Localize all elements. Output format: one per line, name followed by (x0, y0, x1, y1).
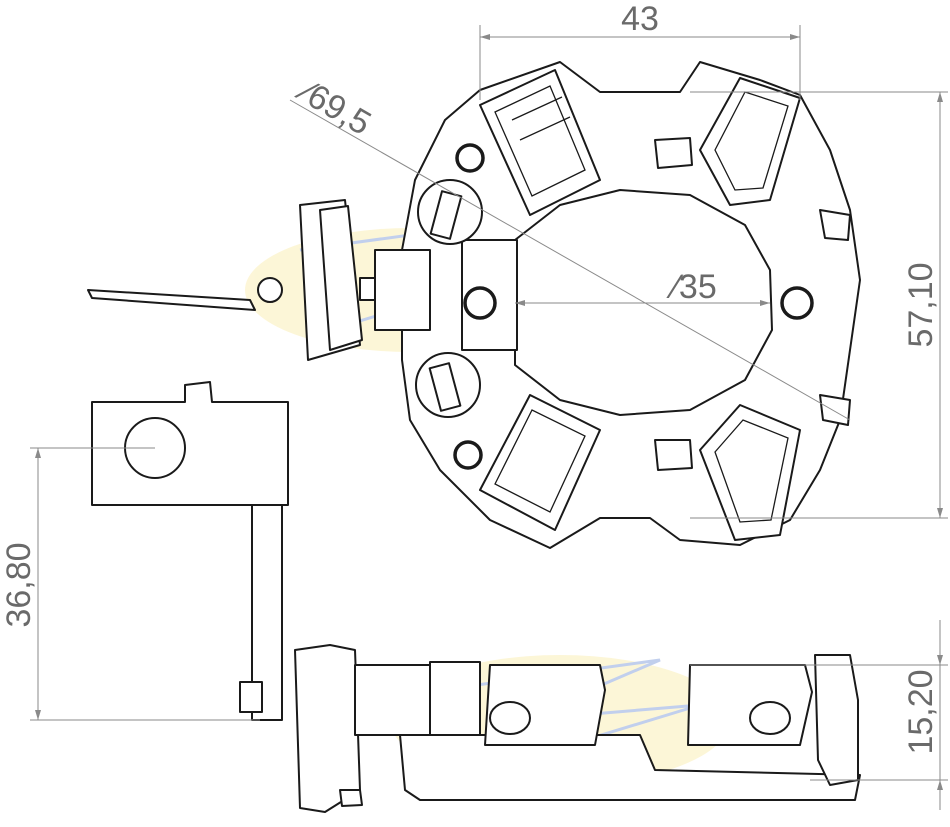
dim-height-left: 36,80 (0, 542, 38, 627)
spring-pin-lower (415, 352, 481, 418)
brush-box-upper-left (479, 69, 601, 216)
end-clip (814, 654, 859, 786)
clip-tab-right-1 (819, 209, 851, 241)
clip-tab-top (654, 137, 693, 169)
brush-holder-top-view (87, 61, 861, 549)
terminal-connector (87, 199, 431, 361)
dim-inner-diameter: ∕35 (666, 268, 717, 306)
brush-holder-side-view (294, 644, 861, 813)
brush-box-upper-right (699, 77, 801, 206)
dimension-lines (30, 25, 948, 810)
terminal-bracket-side-view (91, 381, 289, 721)
dim-side-height: 15,20 (902, 669, 940, 754)
mount-hole-right (780, 286, 814, 320)
clip-tab-bottom (654, 439, 693, 471)
mount-hole-center (463, 286, 497, 320)
clip-tab-right-2 (819, 394, 851, 426)
mount-hole-lower (453, 440, 483, 470)
base-plate (399, 734, 861, 801)
brush-housing-right (687, 664, 813, 746)
bracket-stem (251, 504, 283, 721)
connector-block (294, 644, 361, 813)
dim-width-top: 43 (621, 0, 659, 38)
bracket-tab (239, 681, 263, 713)
dim-outer-diameter: ∕69,5 (290, 71, 377, 143)
spring-pin-upper (417, 179, 483, 245)
bracket-plate (91, 381, 289, 506)
mount-hole-upper (455, 143, 485, 173)
brush-box-lower-left (479, 394, 601, 531)
brush-box-lower-right (699, 404, 801, 541)
dim-height-right: 57,10 (902, 262, 940, 347)
